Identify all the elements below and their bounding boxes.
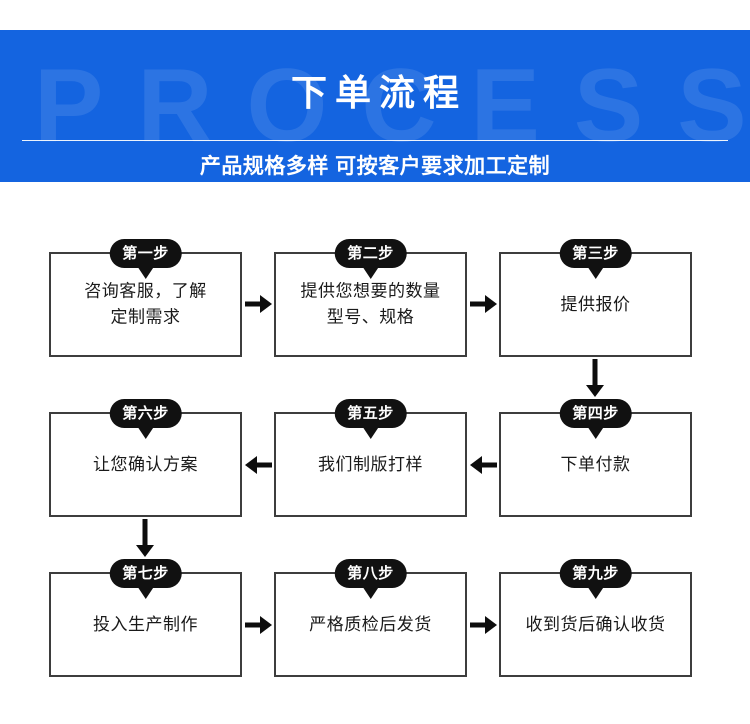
arrow-head [260,295,272,313]
arrow-step5-to-step6 [245,456,272,474]
step-box-2: 第二步 提供您想要的数量型号、规格 [274,239,467,357]
arrow-shaft [481,462,497,468]
arrow-shaft [245,622,261,628]
step-badge-label-7: 第七步 [122,565,169,582]
step-text-3: 提供报价 [560,294,631,314]
step-badge-label-8: 第八步 [347,565,394,582]
step-text-2: 提供您想要的数量型号、规格 [300,281,441,327]
step-badge-label-3: 第三步 [572,245,619,262]
step-box-4: 第四步 下单付款 [499,399,692,517]
step-badge-9: 第九步 [559,559,632,588]
arrow-head [260,616,272,634]
step-box-5: 第五步 我们制版打样 [274,399,467,517]
step-text-8: 严格质检后发货 [309,614,432,634]
step-badge-label-1: 第一步 [122,245,169,262]
arrow-head [485,295,497,313]
step-badge-4: 第四步 [559,399,632,428]
step-badge-7: 第七步 [109,559,182,588]
arrow-head [485,616,497,634]
step-text-6: 让您确认方案 [93,454,198,474]
step-text-1: 咨询客服，了解定制需求 [84,281,207,327]
arrow-step6-to-step7 [136,519,154,557]
step-badge-label-2: 第二步 [347,245,394,262]
banner-divider-line [22,140,728,141]
arrow-shaft [142,519,148,546]
arrow-head [470,456,482,474]
arrow-step2-to-step3 [470,295,497,313]
arrow-step3-to-step4 [586,359,604,397]
step-text-5: 我们制版打样 [318,454,423,474]
arrow-shaft [470,301,486,307]
step-badge-label-5: 第五步 [347,405,394,422]
step-box-9: 第九步 收到货后确认收货 [499,559,692,677]
page-subtitle: 产品规格多样 可按客户要求加工定制 [199,155,551,178]
arrow-head [245,456,257,474]
step-box-1: 第一步 咨询客服，了解定制需求 [49,239,242,357]
arrow-step4-to-step5 [470,456,497,474]
arrow-shaft [256,462,272,468]
step-badge-8: 第八步 [334,559,407,588]
arrow-head [586,385,604,397]
step-badge-5: 第五步 [334,399,407,428]
step-text-7: 投入生产制作 [93,614,198,634]
step-badge-2: 第二步 [334,239,407,268]
arrow-step8-to-step9 [470,616,497,634]
arrow-head [136,545,154,557]
step-badge-label-9: 第九步 [572,565,619,582]
step-text-4: 下单付款 [560,454,631,474]
step-badge-label-4: 第四步 [572,405,619,422]
step-box-3: 第三步 提供报价 [499,239,692,357]
step-box-8: 第八步 严格质检后发货 [274,559,467,677]
arrow-step7-to-step8 [245,616,272,634]
arrow-shaft [245,301,261,307]
step-badge-1: 第一步 [109,239,182,268]
step-badge-6: 第六步 [109,399,182,428]
arrow-shaft [592,359,598,386]
arrow-shaft [470,622,486,628]
step-badge-label-6: 第六步 [122,405,169,422]
arrow-step1-to-step2 [245,295,272,313]
page-title: 下单流程 [290,72,467,113]
header-banner: PROCESS 下单流程 产品规格多样 可按客户要求加工定制 [0,30,750,182]
step-badge-3: 第三步 [559,239,632,268]
step-box-6: 第六步 让您确认方案 [49,399,242,517]
step-box-7: 第七步 投入生产制作 [49,559,242,677]
step-text-9: 收到货后确认收货 [525,614,666,634]
